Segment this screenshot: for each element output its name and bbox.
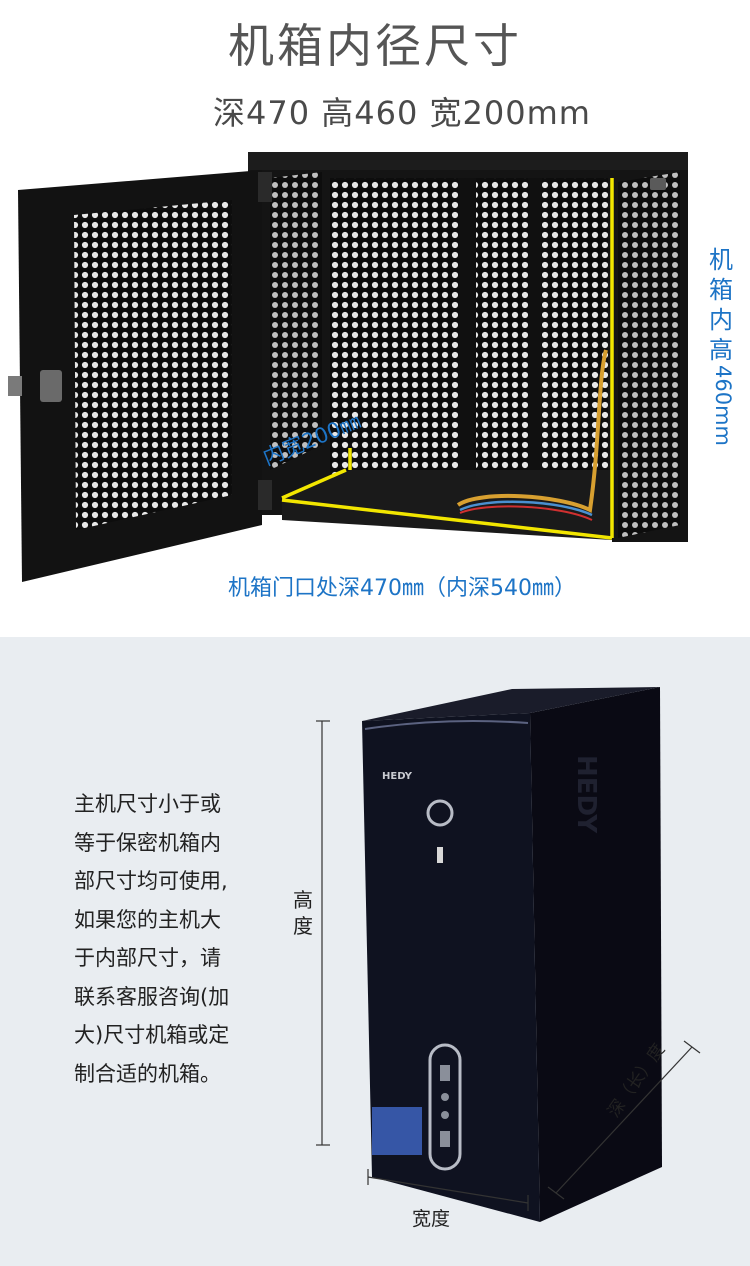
right-side-panel xyxy=(618,172,680,538)
pc-side-panel xyxy=(530,687,662,1222)
brand-logo-front: HEDY xyxy=(382,771,413,782)
description-line: 如果您的主机大 xyxy=(74,907,221,932)
pc-size-section: HEDY HEDY 主机尺寸小于或 等于保密机箱内 部尺寸均可使用, 如果您的主… xyxy=(0,637,750,1266)
measurement-lines xyxy=(316,720,701,1211)
page-title: 机箱内径尺寸 xyxy=(228,19,522,73)
pc-size-description: 主机尺寸小于或 等于保密机箱内 部尺寸均可使用, 如果您的主机大 于内部尺寸，请… xyxy=(74,785,244,1093)
description-line: 部尺寸均可使用, xyxy=(74,869,228,893)
pc-front-panel xyxy=(362,713,540,1222)
power-button-icon xyxy=(426,799,454,827)
description-line: 主机尺寸小于或 xyxy=(74,792,221,816)
cabinet-floor xyxy=(282,470,612,540)
cabinet-illustration xyxy=(8,152,688,582)
description-line: 于内部尺寸，请 xyxy=(74,946,221,970)
description-line: 等于保密机箱内 xyxy=(74,830,221,855)
inner-dimension-lines xyxy=(281,178,614,540)
pc-illustration: HEDY HEDY xyxy=(316,687,701,1222)
description-line: 大)尺寸机箱或定 xyxy=(74,1023,230,1047)
brand-logo-side: HEDY xyxy=(571,755,601,834)
width-label: 宽度 xyxy=(412,1208,451,1230)
front-io-panel xyxy=(428,1043,462,1171)
cable xyxy=(456,349,608,514)
left-inner-panel xyxy=(270,172,322,470)
inner-height-label: 机 箱 内 高 460mm xyxy=(709,246,735,446)
door-perforated-panel xyxy=(74,200,232,530)
pc-top xyxy=(362,687,660,721)
height-label: 高 度 xyxy=(293,888,313,938)
lock-icon xyxy=(40,370,62,402)
description-line: 联系客服咨询(加 xyxy=(74,984,230,1009)
door-depth-label: 机箱门口处深470㎜（内深540㎜） xyxy=(228,576,576,601)
dimensions-text: 深470 高460 宽200mm xyxy=(213,94,591,132)
cabinet-section: 机箱内径尺寸 深470 高460 宽200mm xyxy=(8,19,735,601)
sticker xyxy=(372,1107,422,1155)
description-line: 制合适的机箱。 xyxy=(74,1061,221,1086)
